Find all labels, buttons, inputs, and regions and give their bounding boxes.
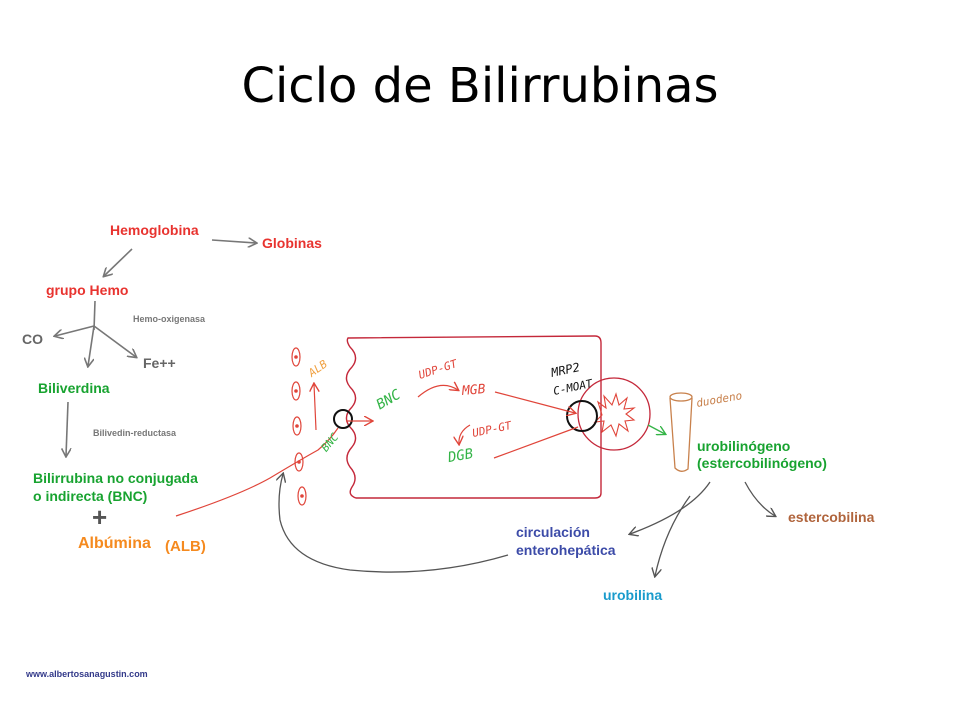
label-bnc-line1: Bilirrubina no conjugada: [33, 470, 198, 486]
canaliculus-circle: [577, 377, 651, 451]
label-biliverdina: Biliverdina: [38, 380, 110, 396]
label-fe: Fe++: [143, 355, 176, 371]
plus-sign: +: [92, 502, 108, 532]
hepatocyte-outline: [345, 335, 602, 499]
red-cells: [291, 347, 307, 506]
label-globinas: Globinas: [262, 235, 322, 251]
duodeno-tube: [669, 392, 693, 472]
hand-mgb: MGB: [461, 382, 487, 399]
label-estercobilina: estercobilina: [788, 509, 875, 525]
arrows-grupo-hemo-split: [55, 300, 136, 366]
arrow-enterohepatic-return: [279, 474, 509, 573]
label-circulacion: circulación: [516, 524, 590, 540]
label-bnc-line2: o indirecta (BNC): [33, 488, 148, 504]
label-hemo-oxigenasa: Hemo-oxigenasa: [133, 314, 206, 324]
label-grupo-hemo: grupo Hemo: [46, 282, 129, 298]
label-alb: (ALB): [165, 538, 206, 555]
label-hemoglobina: Hemoglobina: [110, 222, 199, 238]
footer-url[interactable]: www.albertosanagustin.com: [26, 669, 148, 679]
label-bilivedin-reductasa: Bilivedin-reductasa: [93, 428, 177, 438]
arrow-to-duodeno: [647, 424, 665, 434]
transporter-circle-2: [566, 400, 598, 432]
label-urobilinogeno: urobilinógeno: [697, 438, 791, 454]
label-albumina: Albúmina: [78, 535, 151, 552]
canaliculus-lumen: [593, 392, 636, 438]
arrow-hemoglobina-grupo-hemo: [104, 248, 133, 276]
arrow-biliverdina-bnc: [66, 401, 68, 456]
transporter-circle-1: [333, 409, 353, 429]
red-flows: [175, 384, 579, 517]
label-urobilina: urobilina: [603, 587, 663, 603]
arrow-hemoglobina-globinas: [211, 240, 256, 243]
page-title: Ciclo de Bilirrubinas: [241, 58, 719, 114]
label-co: CO: [22, 331, 43, 347]
arrows-urobilinogeno: [630, 481, 775, 576]
label-enterohepatica: enterohepática: [516, 542, 616, 558]
label-estercobilinogeno: (estercobilinógeno): [697, 455, 827, 471]
